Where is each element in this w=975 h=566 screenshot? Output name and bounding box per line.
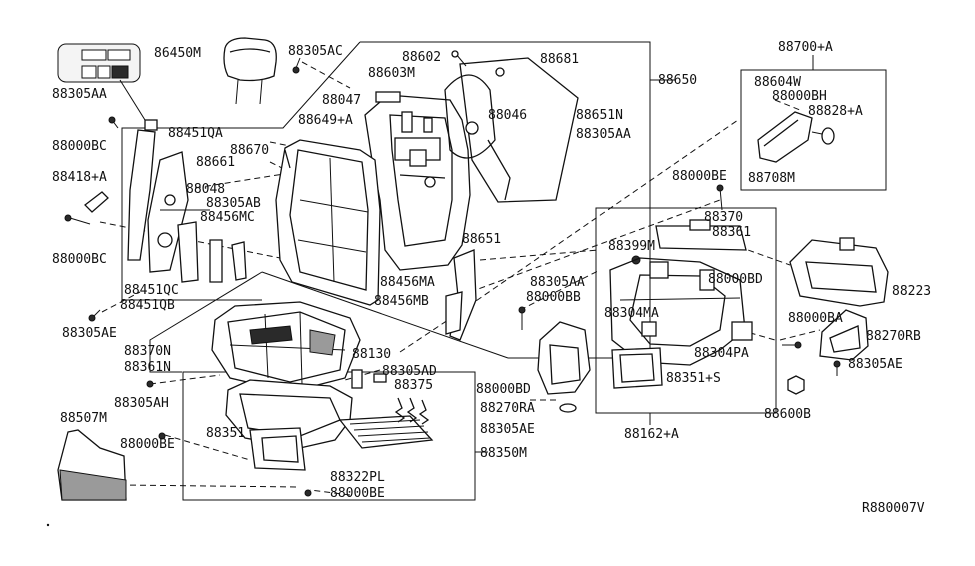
seat-back-cushion [275, 139, 381, 306]
label-88305ae-left: 88305AE [62, 326, 117, 341]
label-88650: 88650 [658, 73, 697, 88]
label-88000bb: 88000BB [526, 290, 581, 305]
label-88305aa-mid: 88305AA [530, 275, 585, 290]
cover-88270rb [819, 309, 869, 361]
label-88451qb: 88451QB [120, 298, 175, 313]
label-88000bd-right: 88000BD [708, 272, 763, 287]
seat-cushion-pad [211, 301, 361, 393]
bolt-88000bd-left [518, 306, 526, 330]
clip-88603m [423, 117, 433, 133]
label-88361n: 88361N [124, 360, 171, 375]
label-88304pa: 88304PA [694, 346, 749, 361]
label-86450m: 86450M [154, 46, 201, 61]
label-88700a: 88700+A [778, 40, 833, 55]
recliner-parts-left [84, 119, 247, 283]
diagram-ref-code: R880007V [862, 501, 925, 516]
label-88708m: 88708M [748, 171, 795, 186]
label-88418a: 88418+A [52, 170, 107, 185]
bolt-88305ae-left [88, 309, 101, 322]
fasteners [64, 57, 841, 497]
label-88000be-bottom: 88000BE [330, 486, 385, 501]
label-88305ah: 88305AH [114, 396, 169, 411]
label-88351-left: 88351 [206, 426, 245, 441]
label-88322pl: 88322PL [330, 470, 385, 485]
label-88661: 88661 [196, 155, 235, 170]
label-88305aa-top: 88305AA [576, 127, 631, 142]
label-88223: 88223 [892, 284, 931, 299]
label-88000bd-left: 88000BD [476, 382, 531, 397]
label-88000be-right: 88000BE [672, 169, 727, 184]
label-88270rb: 88270RB [866, 329, 921, 344]
bolt-88000bc-mid [64, 214, 91, 225]
bolt-88305aa-left [108, 116, 119, 129]
bolt-88000be-left [158, 432, 166, 440]
part-labels: 86450M 88305AC 88602 88681 88650 88603M … [52, 40, 931, 516]
bracket-88270ra [537, 321, 591, 413]
label-88361: 88361 [712, 225, 751, 240]
clip-88047 [375, 91, 401, 103]
label-88305ae-mid: 88305AE [480, 422, 535, 437]
label-88604w: 88604W [754, 75, 801, 90]
label-88305ad: 88305AD [382, 364, 437, 379]
bolt-88305ah [146, 380, 154, 388]
bolt-88305ae-right [833, 360, 841, 376]
label-88048: 88048 [186, 182, 225, 197]
label-88305ab: 88305AB [206, 196, 261, 211]
label-88351s: 88351+S [666, 371, 721, 386]
label-88828a: 88828+A [808, 104, 863, 119]
label-88507m: 88507M [60, 411, 107, 426]
label-88130: 88130 [352, 347, 391, 362]
lower-trim [57, 429, 127, 501]
spring-mat [338, 369, 434, 449]
seat-back-frame [364, 94, 471, 271]
label-88602: 88602 [402, 50, 441, 65]
back-board [444, 50, 579, 203]
label-88046: 88046 [488, 108, 527, 123]
bolt-88000ba [782, 341, 802, 349]
label-88047: 88047 [322, 93, 361, 108]
label-88651n: 88651N [576, 108, 623, 123]
storage-tray [789, 237, 889, 307]
label-88000bc-mid: 88000BC [52, 252, 107, 267]
label-88451qc: 88451QC [124, 283, 179, 298]
label-88000be-left: 88000BE [120, 437, 175, 452]
label-88603m: 88603M [368, 66, 415, 81]
cushion-frame [225, 379, 353, 471]
label-88651: 88651 [462, 232, 501, 247]
label-88305ac: 88305AC [288, 44, 343, 59]
label-88451qa: 88451QA [168, 126, 223, 141]
label-88370n: 88370N [124, 344, 171, 359]
bolt-88000be-bottom [304, 489, 312, 497]
label-88000bc-top: 88000BC [52, 139, 107, 154]
label-88000ba: 88000BA [788, 311, 843, 326]
label-88670: 88670 [230, 143, 269, 158]
label-88649a: 88649+A [298, 113, 353, 128]
label-88456mb: 88456MB [374, 294, 429, 309]
nut-88600b [787, 375, 805, 395]
label-88456ma: 88456MA [380, 275, 435, 290]
bolt-88305ac [292, 57, 301, 74]
seat-frame-assembly [609, 219, 753, 389]
label-88162a: 88162+A [624, 427, 679, 442]
label-88399m: 88399M [608, 239, 655, 254]
label-88304ma: 88304MA [604, 306, 659, 321]
seat-location-icon [57, 43, 151, 129]
armrest [757, 111, 835, 163]
label-88305aa-left: 88305AA [52, 87, 107, 102]
label-88350m: 88350M [480, 446, 527, 461]
headrest [223, 37, 277, 105]
side-bracket [445, 249, 477, 341]
stray-dot [46, 523, 50, 527]
label-88600b: 88600B [764, 407, 811, 422]
label-88370: 88370 [704, 210, 743, 225]
clip-88649a [401, 111, 413, 133]
bolt-88000be-right [716, 184, 724, 211]
label-88681: 88681 [540, 52, 579, 67]
label-88456mc: 88456MC [200, 210, 255, 225]
label-88305ae-right: 88305AE [848, 357, 903, 372]
label-88270ra: 88270RA [480, 401, 535, 416]
label-88000bh: 88000BH [772, 89, 827, 104]
label-88375: 88375 [394, 378, 433, 393]
